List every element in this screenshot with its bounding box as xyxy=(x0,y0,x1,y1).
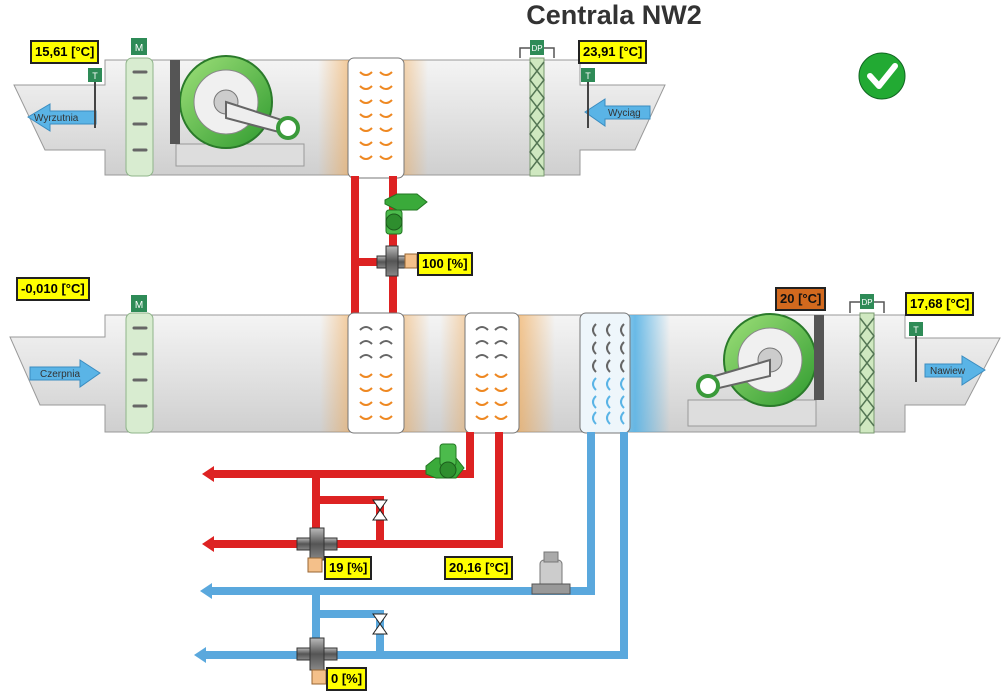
extract-sensor-mark: T xyxy=(585,71,591,81)
check-circle-icon xyxy=(858,52,906,100)
recovery-valve-reading[interactable]: 100 [%] xyxy=(417,252,473,276)
recovery-pump-icon[interactable] xyxy=(384,193,428,235)
heater-valve-reading[interactable]: 19 [%] xyxy=(324,556,373,580)
page-title: Centrala NW2 xyxy=(0,0,1008,31)
extract-arrow-icon xyxy=(584,98,651,127)
exhaust-label: Wyrzutnia xyxy=(34,113,79,124)
exhaust-temp-reading[interactable]: 15,61 [°C] xyxy=(30,40,100,64)
exhaust-sensor-mark: T xyxy=(92,71,98,81)
supply-fan[interactable] xyxy=(687,313,824,427)
recovery-coil-exhaust xyxy=(347,57,405,179)
cooler-return-arrow-icon xyxy=(194,647,206,663)
intake-arrow-icon xyxy=(29,359,101,388)
cooler-coil xyxy=(579,312,631,434)
cooler-supply-end-icon xyxy=(200,583,212,599)
intake-filter xyxy=(125,312,154,434)
supply-temp-sensor xyxy=(909,322,923,336)
extract-dp-badge xyxy=(530,40,544,55)
outdoor-temp-reading[interactable]: -0,010 [°C] xyxy=(16,277,90,301)
intake-label: Czerpnia xyxy=(40,369,80,380)
heater-valve-icon[interactable] xyxy=(296,527,338,573)
extract-temp-reading[interactable]: 23,91 [°C] xyxy=(578,40,648,64)
exhaust-filter xyxy=(125,57,154,177)
heater-balancing-valve-icon[interactable] xyxy=(372,499,388,521)
heater-supply-end-icon xyxy=(202,466,214,482)
supply-dp-badge xyxy=(860,294,874,309)
exhaust-filter-mark: M xyxy=(135,43,143,54)
recovery-valve-icon[interactable] xyxy=(376,245,418,277)
cooler-valve-reading[interactable]: 0 [%] xyxy=(326,667,368,691)
cooler-temp-reading[interactable]: 20,16 [°C] xyxy=(444,556,514,580)
exhaust-filter-badge xyxy=(131,38,147,55)
extract-dp-mark: DP xyxy=(531,44,542,53)
extract-label: Wyciąg xyxy=(608,108,641,119)
heater-return-arrow-icon xyxy=(202,536,214,552)
supply-setpoint-reading[interactable]: 20 [°C] xyxy=(775,287,827,311)
intake-filter-mark: M xyxy=(135,300,143,311)
heater-coil xyxy=(464,312,520,434)
supply-label: Nawiew xyxy=(930,366,966,377)
cooler-pump-icon[interactable] xyxy=(531,551,571,595)
supply-temp-reading[interactable]: 17,68 [°C] xyxy=(905,292,975,316)
supply-sensor-mark: T xyxy=(913,325,919,335)
supply-arrow-icon xyxy=(924,355,986,386)
intake-filter-badge xyxy=(131,295,147,312)
supply-filter xyxy=(849,301,885,434)
exhaust-fan[interactable] xyxy=(170,55,305,167)
supply-dp-mark: DP xyxy=(861,298,872,307)
extract-temp-sensor xyxy=(581,68,595,82)
recovery-coil-supply xyxy=(347,312,405,434)
cooler-balancing-valve-icon[interactable] xyxy=(372,613,388,635)
extract-filter xyxy=(519,47,555,177)
page-title-text: Centrala NW2 xyxy=(526,0,702,30)
exhaust-temp-sensor xyxy=(88,68,102,82)
heater-pipes xyxy=(208,432,503,548)
heater-pump-icon[interactable] xyxy=(425,443,465,479)
